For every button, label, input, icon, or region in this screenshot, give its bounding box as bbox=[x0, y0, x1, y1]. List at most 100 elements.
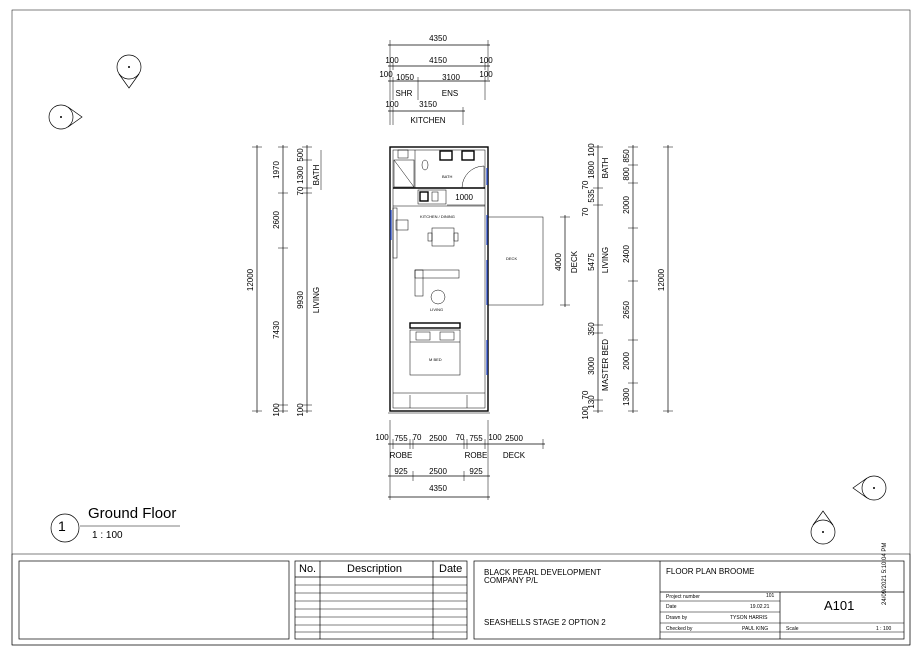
dim-right-3000: 3000 bbox=[587, 357, 596, 375]
dim-right-350: 350 bbox=[587, 322, 596, 336]
date-value: 19.02.21 bbox=[750, 604, 770, 610]
project-number-label: Project number bbox=[666, 594, 700, 600]
rev-header-no: No. bbox=[299, 563, 317, 575]
project-name: SEASHELLS STAGE 2 OPTION 2 bbox=[484, 618, 606, 627]
view-number: 1 bbox=[58, 518, 66, 534]
left-dimensions: 12000 1970 2600 7430 100 500 1300 70 993… bbox=[246, 145, 322, 417]
dim-top-r2-a: 100 bbox=[385, 56, 399, 65]
dim-left-70: 70 bbox=[296, 186, 305, 195]
dim-top-r3-r: 100 bbox=[479, 70, 493, 79]
dim-bot-2500c: 2500 bbox=[429, 467, 447, 476]
dim-right-deck: 4000 bbox=[554, 253, 563, 271]
label-robe-2: ROBE bbox=[465, 451, 488, 460]
top-dimensions: 4350 100 4150 100 100 1050 3100 100 SHR … bbox=[379, 34, 493, 125]
dim-bot-925a: 925 bbox=[394, 467, 408, 476]
shower bbox=[393, 159, 415, 188]
dim-bot-100a: 100 bbox=[375, 433, 389, 442]
rev-header-description: Description bbox=[347, 563, 403, 575]
scale-value: 1 : 100 bbox=[876, 626, 892, 632]
dim-right-c-2000a: 2000 bbox=[622, 196, 631, 214]
dim-top-r2-c: 100 bbox=[479, 56, 493, 65]
dim-bot-755a: 755 bbox=[394, 434, 408, 443]
dim-bot-70a: 70 bbox=[413, 433, 422, 442]
bed bbox=[409, 329, 461, 376]
dim-right-living: 5475 bbox=[587, 253, 596, 271]
checked-label: Checked by bbox=[666, 626, 693, 632]
dim-left-9930: 9930 bbox=[296, 291, 305, 309]
dim-right-c-800: 800 bbox=[622, 167, 631, 181]
dim-left-100: 100 bbox=[272, 403, 281, 417]
room-kitchen: KITCHEN / DINING bbox=[420, 214, 455, 219]
dim-right-c-2400: 2400 bbox=[622, 245, 631, 263]
dim-left-overall: 12000 bbox=[246, 268, 255, 291]
dim-top-overall: 4350 bbox=[429, 34, 447, 43]
dim-left-2600: 2600 bbox=[272, 211, 281, 229]
dim-bot-2500a: 2500 bbox=[429, 434, 447, 443]
room-living: LIVING bbox=[430, 307, 443, 312]
rev-header-date: Date bbox=[439, 563, 463, 575]
building-plan: BATH 1000 KITCHEN / DINING LIVING M BED bbox=[388, 146, 544, 414]
dim-right-overall: 12000 bbox=[657, 268, 666, 291]
dim-right-small-535: 535 bbox=[587, 189, 596, 203]
toilet bbox=[421, 159, 429, 171]
label-left-living: LIVING bbox=[312, 287, 321, 313]
drawn-label: Drawn by bbox=[666, 615, 688, 621]
dim-left-mid-100: 100 bbox=[296, 403, 305, 417]
sheet-number: A101 bbox=[824, 598, 855, 613]
kitchen-bench bbox=[417, 189, 447, 205]
dim-top-r4-b: 3150 bbox=[419, 100, 437, 109]
label-bot-deck: DECK bbox=[503, 451, 526, 460]
basin-2 bbox=[461, 150, 475, 161]
room-deck: DECK bbox=[506, 256, 517, 261]
dim-right-small-70b: 70 bbox=[581, 207, 590, 216]
elevation-marker-right bbox=[852, 475, 887, 501]
dim-top-r4-a: 100 bbox=[385, 100, 399, 109]
dim-left-7430: 7430 bbox=[272, 321, 281, 339]
label-right-bath: BATH bbox=[601, 157, 610, 178]
drawn-value: TYSON HARRIS bbox=[730, 615, 768, 621]
dim-bot-925b: 925 bbox=[469, 467, 483, 476]
label-kitchen-top: KITCHEN bbox=[410, 116, 445, 125]
elevation-marker-left bbox=[48, 104, 83, 130]
elevation-marker-top bbox=[116, 54, 142, 89]
label-right-deck: DECK bbox=[570, 250, 579, 273]
client-line-2: COMPANY P/L bbox=[484, 576, 538, 585]
coffee-table bbox=[430, 289, 446, 305]
dim-left-1300: 1300 bbox=[296, 166, 305, 184]
dim-right-bath: 1800 bbox=[587, 161, 596, 179]
room-bath: BATH bbox=[442, 174, 452, 179]
drawing-title: FLOOR PLAN BROOME bbox=[666, 567, 755, 576]
dim-top-r2-b: 4150 bbox=[429, 56, 447, 65]
deck-area bbox=[487, 216, 544, 306]
basin-1 bbox=[439, 150, 453, 161]
dim-right-c-850: 850 bbox=[622, 149, 631, 163]
dim-right-b130: 130 bbox=[587, 395, 596, 409]
sofa bbox=[414, 269, 460, 279]
label-ens: ENS bbox=[442, 89, 458, 98]
dim-right-c-1300: 1300 bbox=[622, 388, 631, 406]
dim-right-small-70a: 70 bbox=[581, 180, 590, 189]
dim-right-c-2000b: 2000 bbox=[622, 352, 631, 370]
bottom-dimensions: 100 755 70 2500 70 755 100 2500 ROBE ROB… bbox=[375, 420, 545, 500]
label-robe-1: ROBE bbox=[390, 451, 413, 460]
print-timestamp: 24/09/2021 5:10:04 PM bbox=[882, 542, 888, 605]
dim-bot-100b: 100 bbox=[488, 433, 502, 442]
dim-top-r3-l: 100 bbox=[379, 70, 393, 79]
dim-right-small-100: 100 bbox=[587, 143, 596, 157]
project-number: 101 bbox=[766, 593, 775, 599]
dim-door-1000: 1000 bbox=[455, 193, 473, 202]
view-title: Ground Floor bbox=[88, 505, 177, 522]
view-number-circle bbox=[50, 513, 80, 543]
dim-bot-755b: 755 bbox=[469, 434, 483, 443]
dim-top-r3-b: 3100 bbox=[442, 73, 460, 82]
label-right-master: MASTER BED bbox=[601, 339, 610, 391]
dim-right-c-2650: 2650 bbox=[622, 301, 631, 319]
dim-bot-overall: 4350 bbox=[429, 484, 447, 493]
elevation-marker-bottom bbox=[810, 510, 836, 545]
dim-left-500: 500 bbox=[296, 148, 305, 162]
dim-right-b70: 70 bbox=[581, 390, 590, 399]
sheet-border bbox=[11, 9, 911, 646]
label-shr: SHR bbox=[396, 89, 413, 98]
